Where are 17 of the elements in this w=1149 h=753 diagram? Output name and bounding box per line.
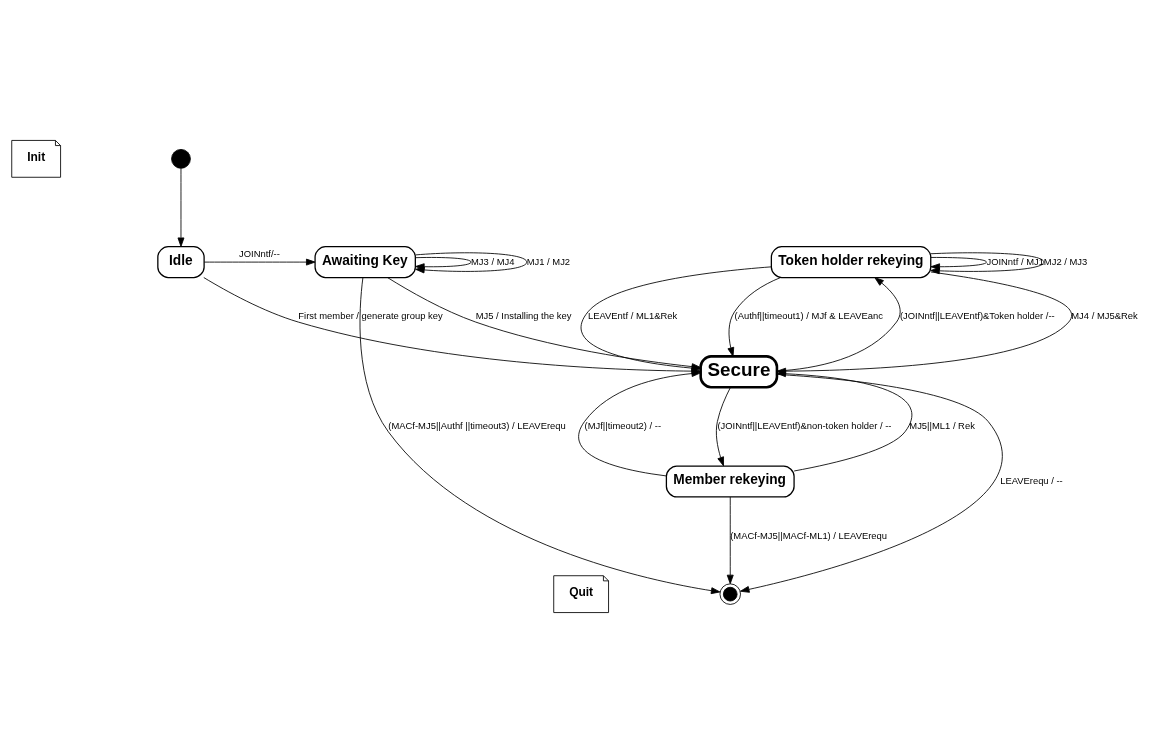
edge-label: (MACf-MJ5||Authf ||timeout3) / LEAVErequ bbox=[388, 420, 566, 432]
edge-label: First member / generate group key bbox=[298, 310, 443, 322]
edge-label: MJ5 / Installing the key bbox=[475, 310, 572, 322]
edge-label: (JOINntf||LEAVEntf)&Token holder /-- bbox=[899, 310, 1055, 322]
edge-label: (Authf||timeout1) / MJf & LEAVEanc bbox=[734, 310, 884, 322]
edge-label: JOINntf / MJ1 bbox=[986, 255, 1044, 267]
edge-label: (JOINntf||LEAVEntf)&non-token holder / -- bbox=[717, 420, 892, 432]
edge-label: (MACf-MJ5||MACf-ML1) / LEAVErequ bbox=[730, 529, 888, 541]
edge-label: MJ3 / MJ4 bbox=[471, 255, 515, 267]
edge-label: LEAVErequ / -- bbox=[1000, 474, 1063, 486]
edge-label: MJ2 / MJ3 bbox=[1043, 255, 1088, 267]
edge-label: LEAVEntf / ML1&Rek bbox=[588, 310, 678, 322]
edge-label: MJ1 / MJ2 bbox=[526, 255, 571, 267]
edge-label: MJ4 / MJ5&Rek bbox=[1071, 310, 1138, 322]
edge-label: MJ5||ML1 / Rek bbox=[909, 420, 975, 432]
edge-label: (MJf||timeout2) / -- bbox=[584, 420, 662, 432]
edge-label: JOINntf/-- bbox=[239, 247, 280, 259]
